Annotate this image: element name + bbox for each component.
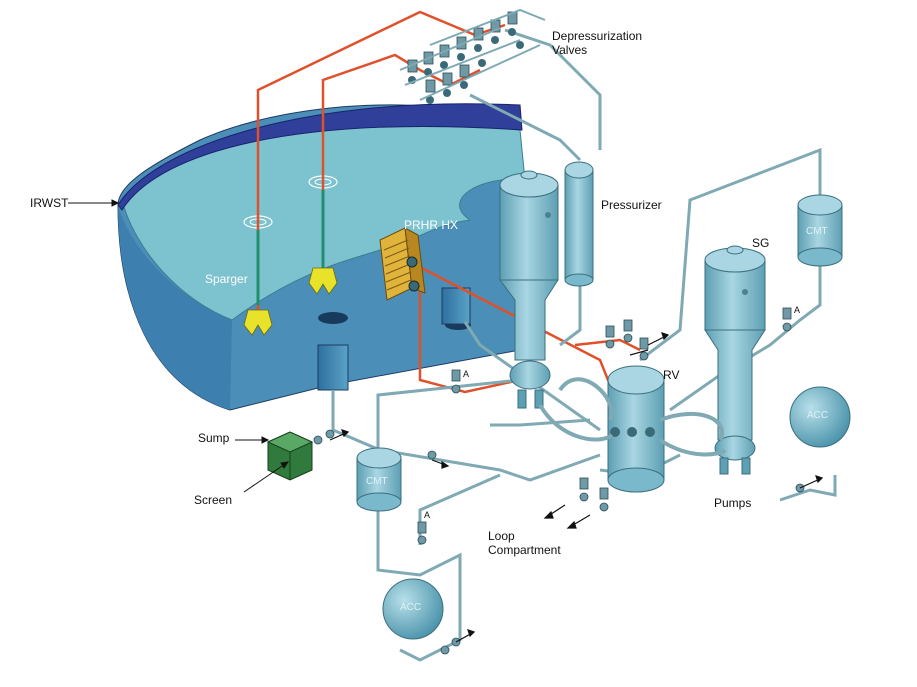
flow-arrows [329,332,824,643]
sparger-left [243,230,273,336]
loop-compartment-label: Loop Compartment [488,529,561,557]
acc-bottom-label: ACC [400,602,422,613]
valve-a-label: A [463,369,470,379]
rv-label: RV [663,368,680,382]
valve-a-label: A [424,510,431,520]
prhr-heat-exchanger [379,227,426,301]
sparger-label: Sparger [205,272,248,286]
irwst-drain-cylinder [317,344,349,391]
depressurization-valves-label: Depressurization Valves [552,29,642,57]
depressurization-label-line1: Depressurization [552,29,643,43]
pumps-label: Pumps [714,496,752,510]
cmt-right-label: CMT [806,226,828,237]
core-makeup-tank-left [356,447,402,512]
cmt-left-label: CMT [366,476,388,487]
core-makeup-tank-right [797,194,843,267]
sparger-right [308,190,338,295]
steam-generator-right [704,245,766,475]
valve-a-label: A [794,305,801,315]
screen-label: Screen [194,493,233,507]
loop-label-line1: Loop [488,529,515,543]
acc-right-label: ACC [807,410,829,421]
irwst-outlet [318,312,348,324]
sump-label: Sump [198,431,230,445]
steam-generator-left [499,170,559,409]
check-valves [313,307,805,655]
sump-screen [266,431,314,481]
depressurization-label-line2: Valves [552,43,588,57]
irwst-label: IRWST [30,196,69,210]
loop-label-line2: Compartment [488,543,561,557]
pressurizer-label: Pressurizer [601,198,662,212]
depressurization-valves [399,8,546,104]
sg-label: SG [752,236,770,250]
accumulator-right [789,386,851,448]
prhr-hx-label: PRHR HX [404,218,459,232]
accumulator-bottom [382,578,444,640]
pressurizer [564,161,594,287]
leader-lines [68,199,290,493]
irwst-drain-cylinder [441,287,471,325]
irwst-rim [117,103,523,211]
reactor-vessel [538,365,727,493]
